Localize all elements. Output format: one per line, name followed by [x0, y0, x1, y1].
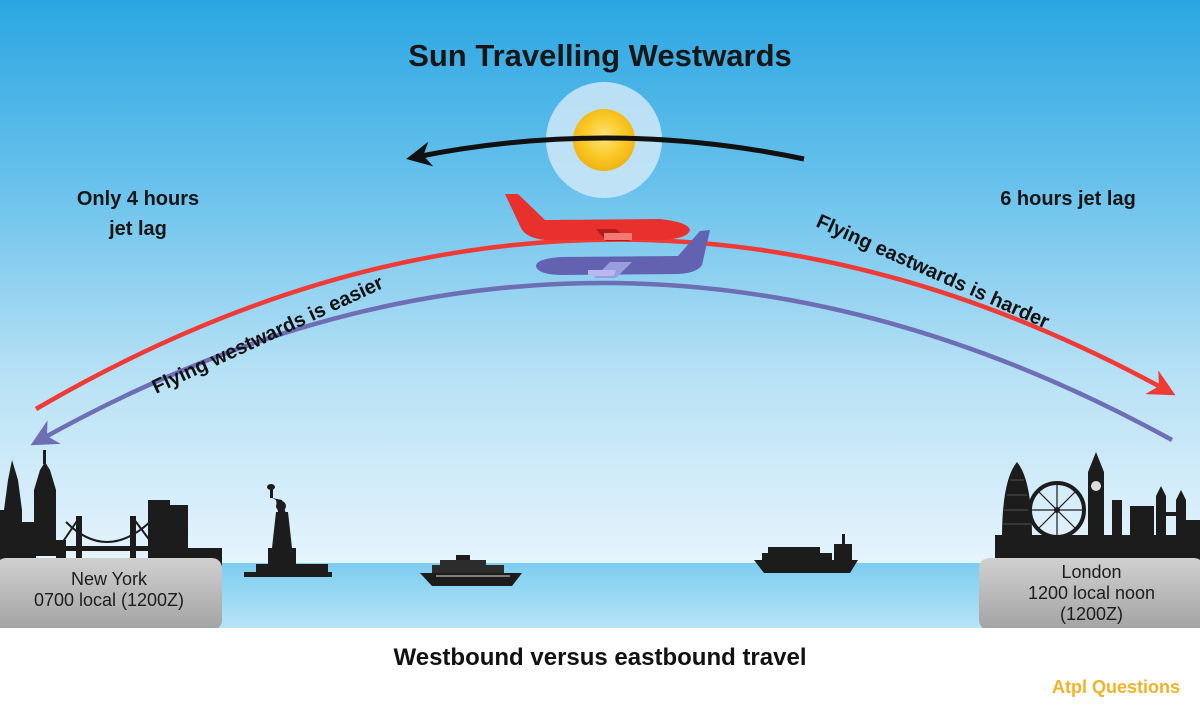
cruise-ship-icon: [420, 555, 522, 586]
east-jet-lag-note: 6 hours jet lag: [1000, 188, 1136, 210]
new-york-name: New York: [70, 569, 148, 589]
london-name: London: [1061, 562, 1122, 582]
eastbound-path-label: Flying eastwards is harder: [813, 210, 1053, 333]
red-airplane-icon: [505, 194, 690, 241]
brand-logo: Atpl Questions: [1051, 677, 1180, 697]
figure-caption: Westbound versus eastbound travel: [393, 644, 807, 671]
new-york-label-box: New York 0700 local (1200Z): [0, 558, 222, 628]
westbound-path: [30, 280, 1174, 446]
london-zulu: (1200Z): [1059, 604, 1124, 624]
sun-direction-arrow: [406, 135, 805, 167]
london-time: 1200 local noon: [1027, 583, 1156, 603]
diagram-graphics: Flying eastwards is harder Flying westwa…: [0, 82, 1200, 628]
london-label-box: London 1200 local noon (1200Z): [979, 558, 1200, 628]
blue-airplane-icon: [536, 230, 710, 278]
new-york-skyline-icon: [0, 450, 222, 568]
diagram-title: Sun Travelling Westwards: [408, 38, 792, 73]
diagram-scene: Flying eastwards is harder Flying westwa…: [0, 0, 1200, 628]
west-jet-lag-line1: Only 4 hours: [76, 188, 200, 210]
new-york-time: 0700 local (1200Z): [33, 590, 185, 610]
cargo-ship-icon: [754, 534, 858, 573]
west-jet-lag-line2: jet lag: [109, 218, 167, 240]
london-skyline-icon: [995, 452, 1200, 568]
west-jet-lag-note: Only 4 hours jet lag: [50, 184, 226, 244]
statue-of-liberty-icon: [244, 484, 332, 577]
